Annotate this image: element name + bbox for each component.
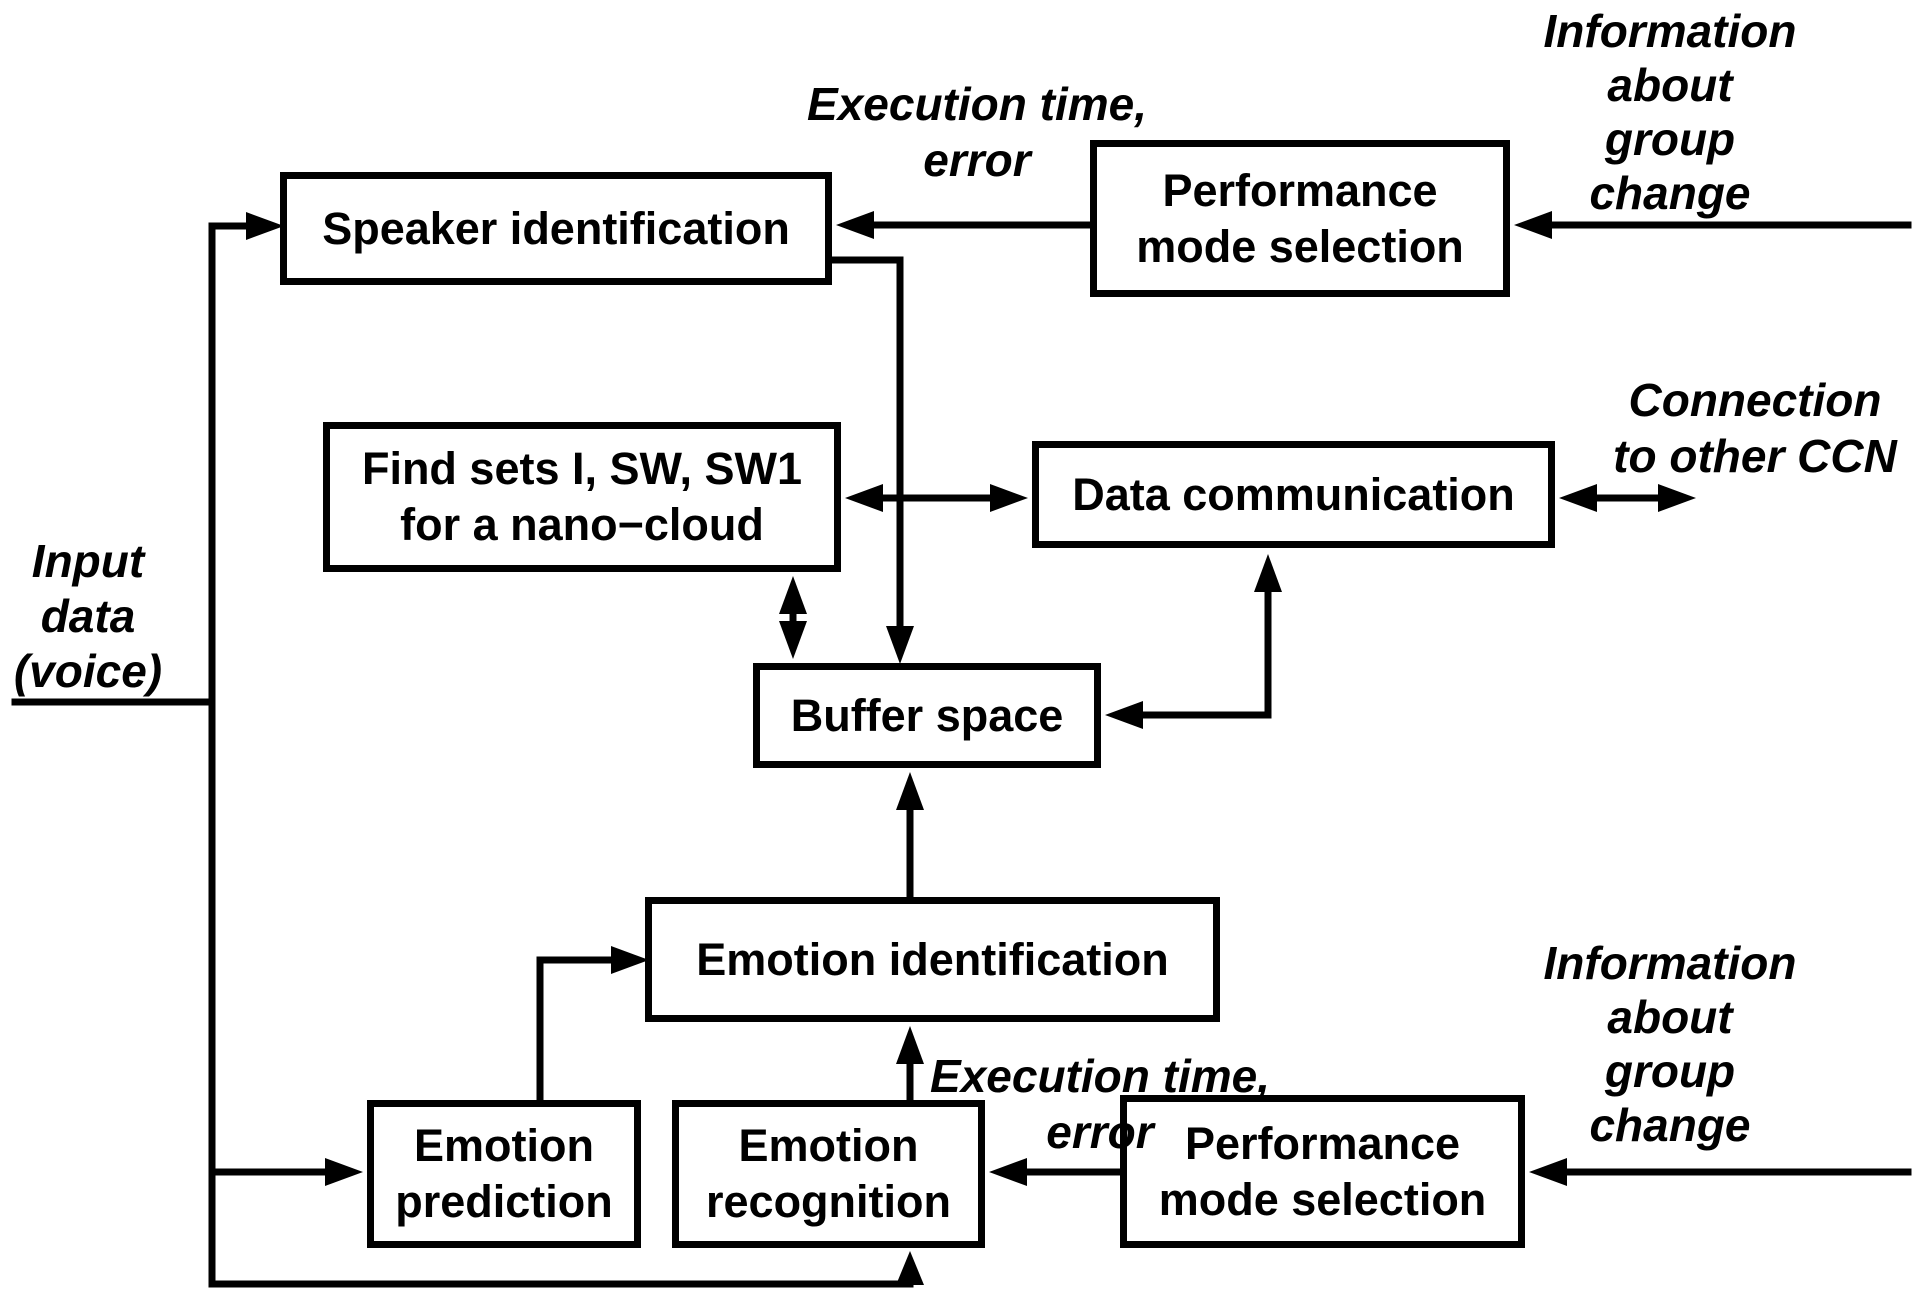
note-line: (voice) (13, 645, 163, 697)
information-group-change-label-bottom: Information about group change (1460, 936, 1880, 1152)
data-communication-box: Data communication (1032, 441, 1555, 548)
information-group-change-label-top: Information about group change (1460, 4, 1880, 220)
performance-mode-selection-bottom-box: Performance mode selection (1120, 1095, 1525, 1248)
arrow-performance-top-to-speaker-identification (836, 211, 1094, 239)
note-line: Input (31, 535, 145, 587)
box-label-line: recognition (706, 1176, 951, 1227)
input-data-voice-label: Input data (voice) (3, 534, 173, 699)
note-line: Information (1543, 5, 1797, 57)
note-line: about (1607, 59, 1733, 111)
box-label-line: Performance (1162, 164, 1438, 216)
arrow-emotion-prediction-to-emotion-identification (536, 946, 649, 1102)
arrow-data-communication-ccn-bidirectional (1559, 484, 1696, 512)
box-label-line: Find sets I, SW, SW1 (361, 443, 803, 494)
arrow-feedback-to-emotion-recognition (896, 1251, 924, 1285)
note-line: error (1046, 1106, 1154, 1158)
arrow-performance-bottom-to-emotion-recognition (989, 1158, 1124, 1186)
note-line: error (923, 134, 1031, 186)
box-label-line: for a nano−cloud (400, 499, 764, 550)
emotion-prediction-box: Emotion prediction (367, 1100, 641, 1248)
speaker-identification-box: Speaker identification (280, 172, 832, 285)
arrow-find-sets-buffer-space-bidirectional (779, 576, 807, 659)
note-line: change (1589, 1099, 1751, 1151)
box-label-line: prediction (395, 1176, 613, 1227)
execution-time-error-label-top: Execution time, error (707, 76, 1247, 188)
box-label-line: Performance (1184, 1117, 1461, 1169)
emotion-identification-box: Emotion identification (645, 897, 1220, 1022)
note-line: data (40, 590, 136, 642)
note-line: Information (1543, 937, 1797, 989)
execution-time-error-label-bottom: Execution time, error (815, 1048, 1385, 1160)
box-label-line: Speaker identification (322, 202, 790, 254)
note-line: Execution time, (807, 78, 1147, 130)
performance-mode-selection-top-box: Performance mode selection (1090, 140, 1510, 297)
arrow-input-to-emotion-prediction (208, 1158, 363, 1186)
find-sets-box: Find sets I, SW, SW1 for a nano−cloud (323, 422, 841, 572)
box-label-line: Data communication (1072, 468, 1515, 520)
box-label-line: mode selection (1158, 1173, 1487, 1225)
connection-other-ccn-label: Connection to other CCN (1555, 372, 1912, 484)
buffer-space-box: Buffer space (753, 663, 1101, 768)
note-line: change (1589, 167, 1751, 219)
note-line: group (1604, 113, 1736, 165)
arrow-buffer-space-data-communication-bidirectional (1105, 554, 1282, 729)
input-trunk-line (11, 222, 914, 1288)
note-line: about (1607, 991, 1733, 1043)
arrow-group-info-to-performance-bottom (1529, 1158, 1912, 1186)
box-label-line: mode selection (1136, 220, 1464, 272)
box-label-line: Emotion identification (696, 933, 1169, 985)
arrow-emotion-identification-to-buffer-space (896, 772, 924, 899)
note-line: to other CCN (1613, 430, 1897, 482)
box-label-line: Emotion (414, 1120, 594, 1171)
note-line: Connection (1628, 374, 1882, 426)
arrow-find-sets-data-communication-bidirectional (845, 484, 1028, 512)
arrow-speaker-identification-to-buffer-space (828, 256, 914, 664)
arrow-emotion-recognition-to-emotion-identification (896, 1026, 924, 1102)
arrow-group-info-to-performance-top (1514, 211, 1912, 239)
arrow-input-to-speaker-identification (246, 212, 284, 240)
box-label-line: Buffer space (790, 689, 1064, 741)
note-line: Execution time, (930, 1050, 1270, 1102)
box-label-line: Emotion (738, 1120, 919, 1171)
emotion-recognition-box: Emotion recognition (672, 1100, 985, 1248)
note-line: group (1604, 1045, 1736, 1097)
